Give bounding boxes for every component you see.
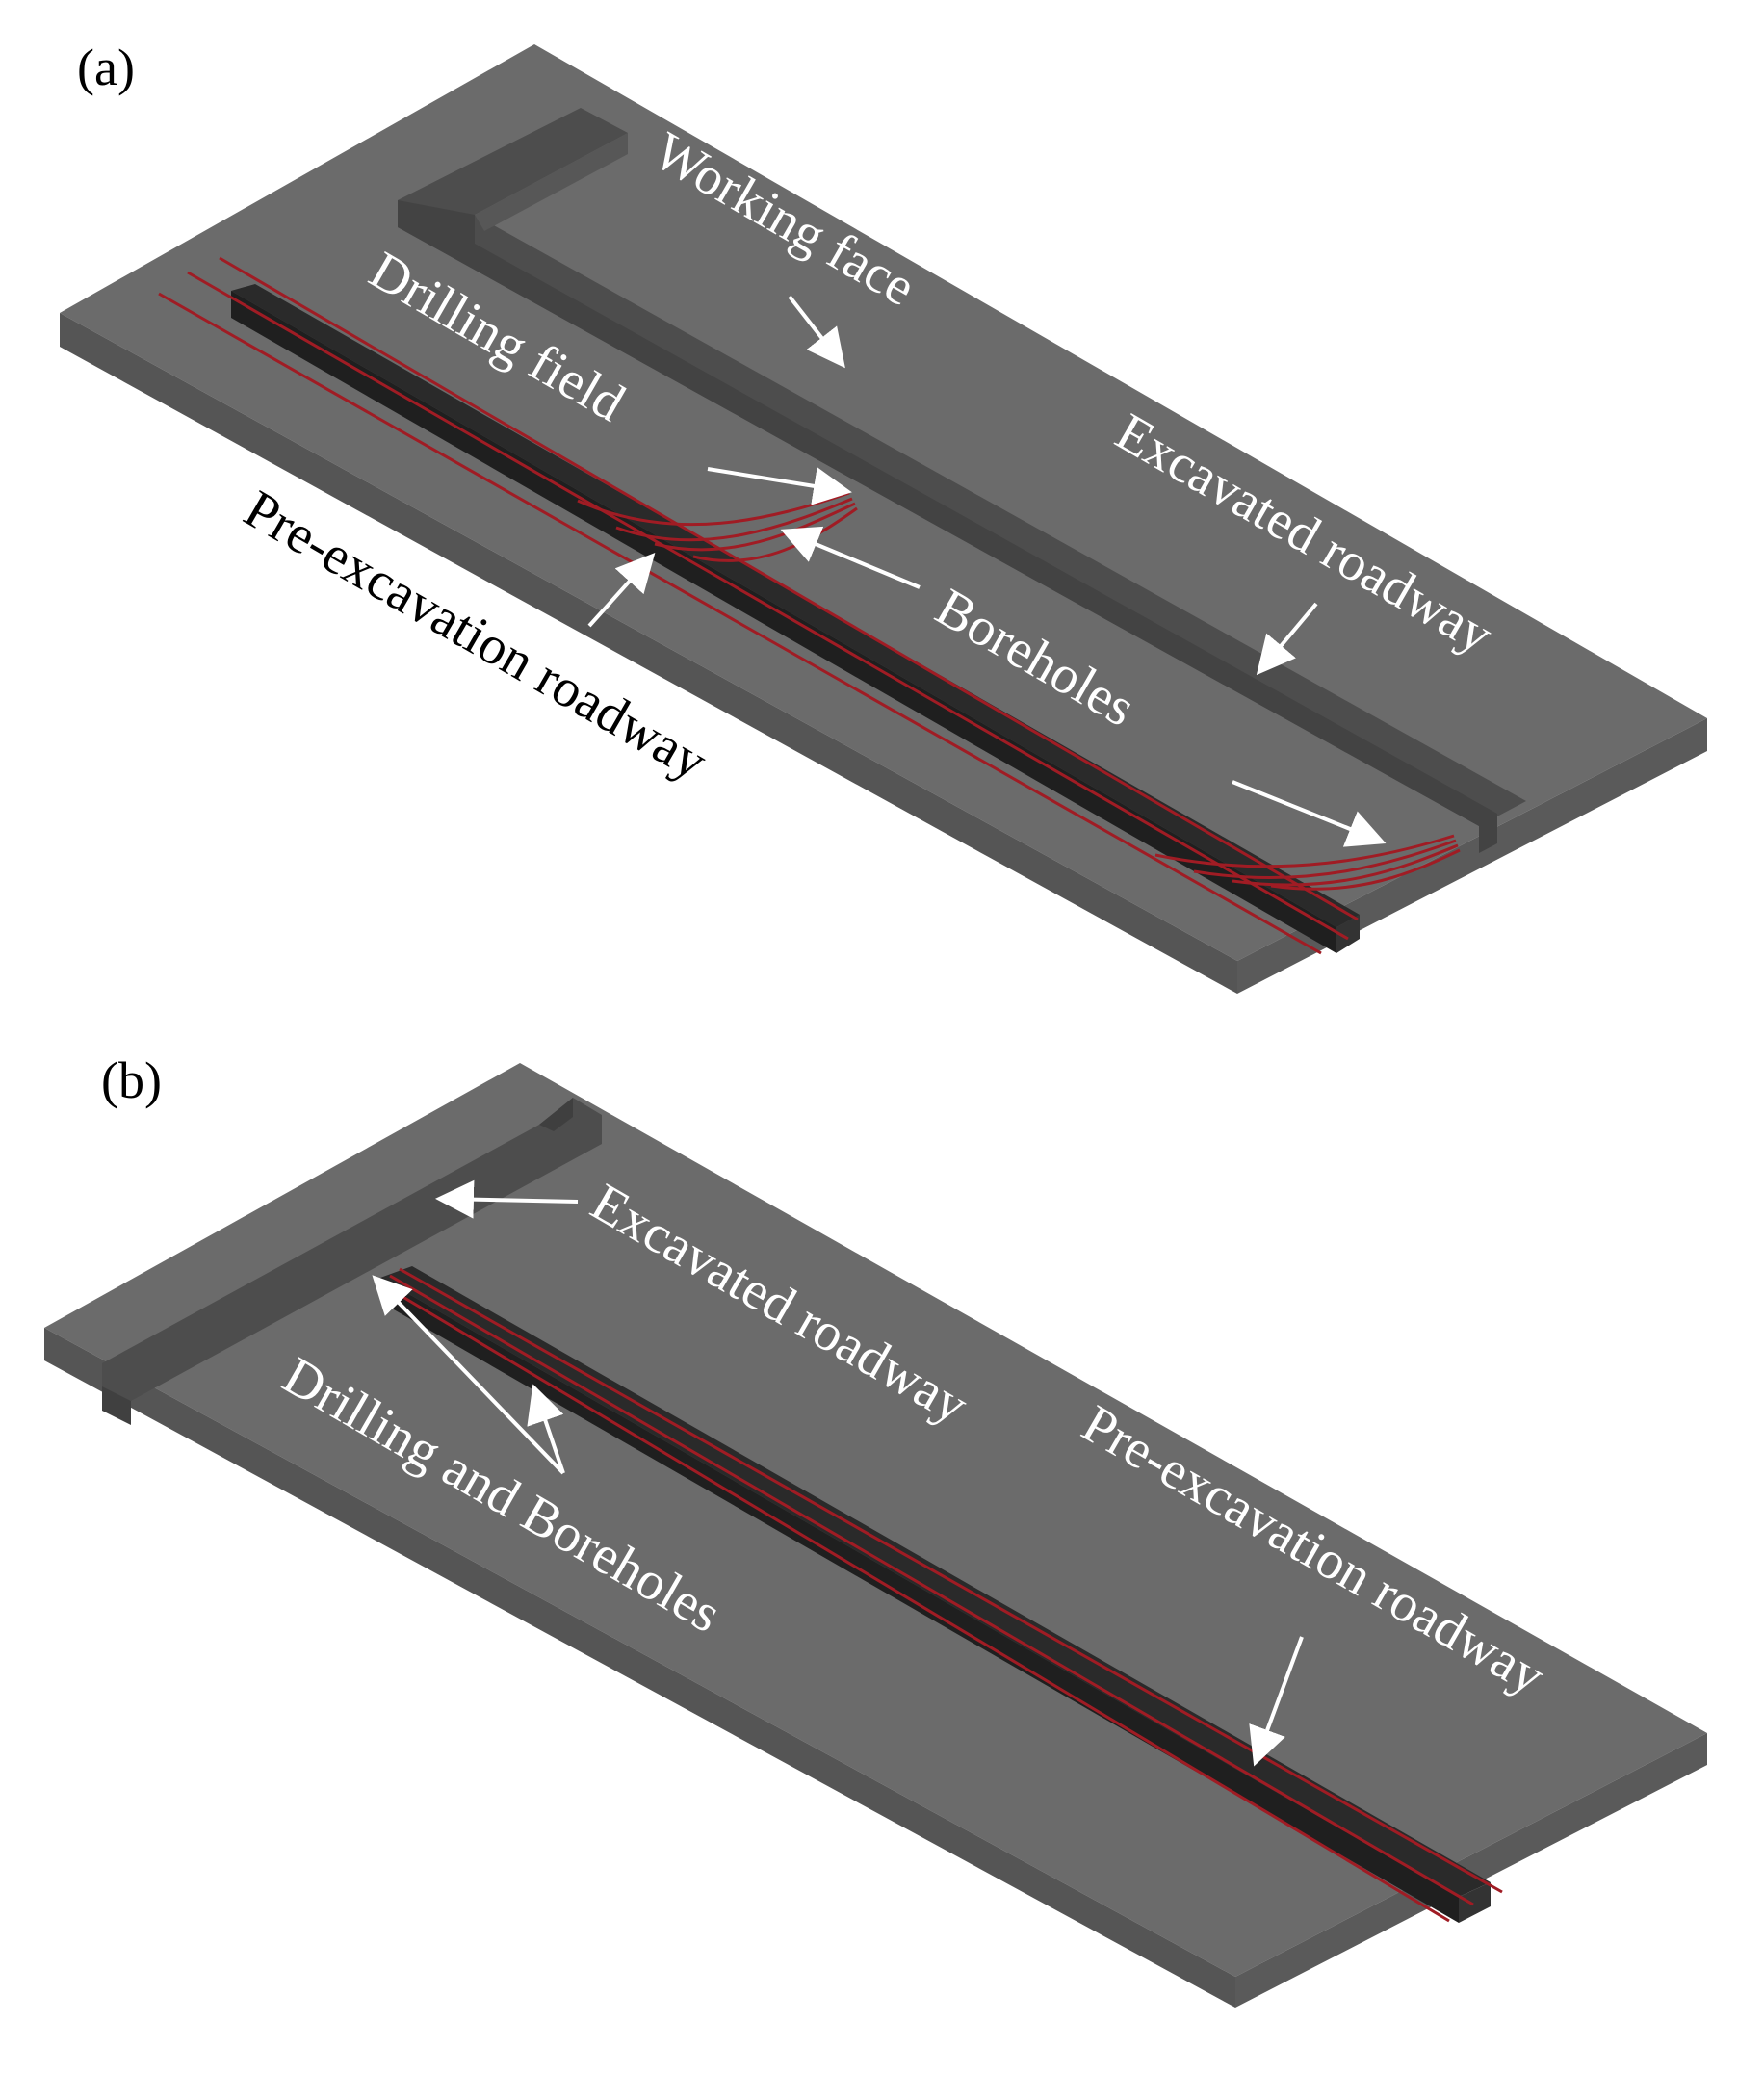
panel-b-pre-excavation-roadway-top <box>380 1266 1491 1897</box>
panel-a-boreholes <box>158 256 1461 955</box>
panel-a-arrow-excavated-roadway <box>1256 602 1318 676</box>
panel-a-borehole-line-2 <box>187 271 1349 941</box>
panel-a-borehole-fan-far-1 <box>1154 834 1455 868</box>
panel-a-excavated-roadway-top <box>398 108 1526 826</box>
panel-a-borehole-line-1 <box>158 292 1322 955</box>
panel-b-arrows <box>372 1179 1304 1767</box>
panel-b-arrow-drilling-2 <box>527 1384 565 1474</box>
panel-a-arrow-boreholes <box>780 526 921 589</box>
panel-b-slab <box>44 1063 1707 2008</box>
panel-b-pre-excavation-roadway <box>380 1266 1491 1923</box>
panel-b-pre-excavation-roadway-side <box>380 1278 1459 1923</box>
panel-a-arrow-working-face <box>788 295 845 369</box>
panel-b-arrow-excavated-roadway <box>435 1179 579 1219</box>
panel-a-pre-excavation-roadway-end <box>1336 915 1360 953</box>
panel-b-pre-excavation-roadway-end <box>1459 1882 1491 1923</box>
panel-a-arrow-drilling-field <box>707 467 852 505</box>
panel-b-arrow-drilling-1 <box>372 1275 565 1475</box>
panel-a-excavated-roadway-side <box>398 200 1497 853</box>
panel-a-arrow-pre-excavation-roadway <box>587 553 656 628</box>
panel-b-slab-right-side <box>1235 1733 1707 2008</box>
panel-a-excavated-roadway-inner-wall <box>475 133 628 231</box>
panel-b-slab-top <box>44 1063 1707 1977</box>
panel-b-borehole-line-2 <box>399 1267 1503 1894</box>
panel-a-slab-top <box>60 44 1707 961</box>
panel-a-borehole-fan-far-3 <box>1232 843 1459 887</box>
panel-a-slab-front-side <box>60 313 1237 994</box>
panel-b-excavated-roadway-top <box>102 1098 602 1401</box>
panel-a-arrows <box>587 295 1387 847</box>
panel-a-borehole-line-3 <box>219 256 1359 921</box>
panel-a-arrow-boreholes-far <box>1232 780 1387 847</box>
panel-a-borehole-fan-far-2 <box>1193 839 1457 880</box>
panel-b-borehole-line-3 <box>389 1274 1474 1906</box>
panel-a-excavated-roadway <box>398 108 1526 853</box>
panel-a-borehole-fan-near-3 <box>654 502 856 552</box>
panel-b-arrow-pre-excavation-roadway <box>1249 1636 1304 1767</box>
panel-a-label: (a) <box>77 39 135 96</box>
panel-a-borehole-fan-far-4 <box>1270 848 1461 891</box>
panel-b-excavated-roadway-side <box>102 1386 131 1425</box>
panel-b: (b) <box>44 1051 1707 2008</box>
panel-b-excavated-roadway <box>102 1098 602 1425</box>
panel-b-slab-front-side <box>44 1328 1235 2008</box>
panel-a-pre-excavation-roadway-top <box>231 284 1360 927</box>
panel-a-borehole-fan-near-2 <box>615 497 853 542</box>
panel-b-excavated-roadway-inner <box>539 1098 573 1131</box>
panel-a: (a) <box>60 39 1707 994</box>
panel-b-label: (b) <box>101 1051 162 1109</box>
